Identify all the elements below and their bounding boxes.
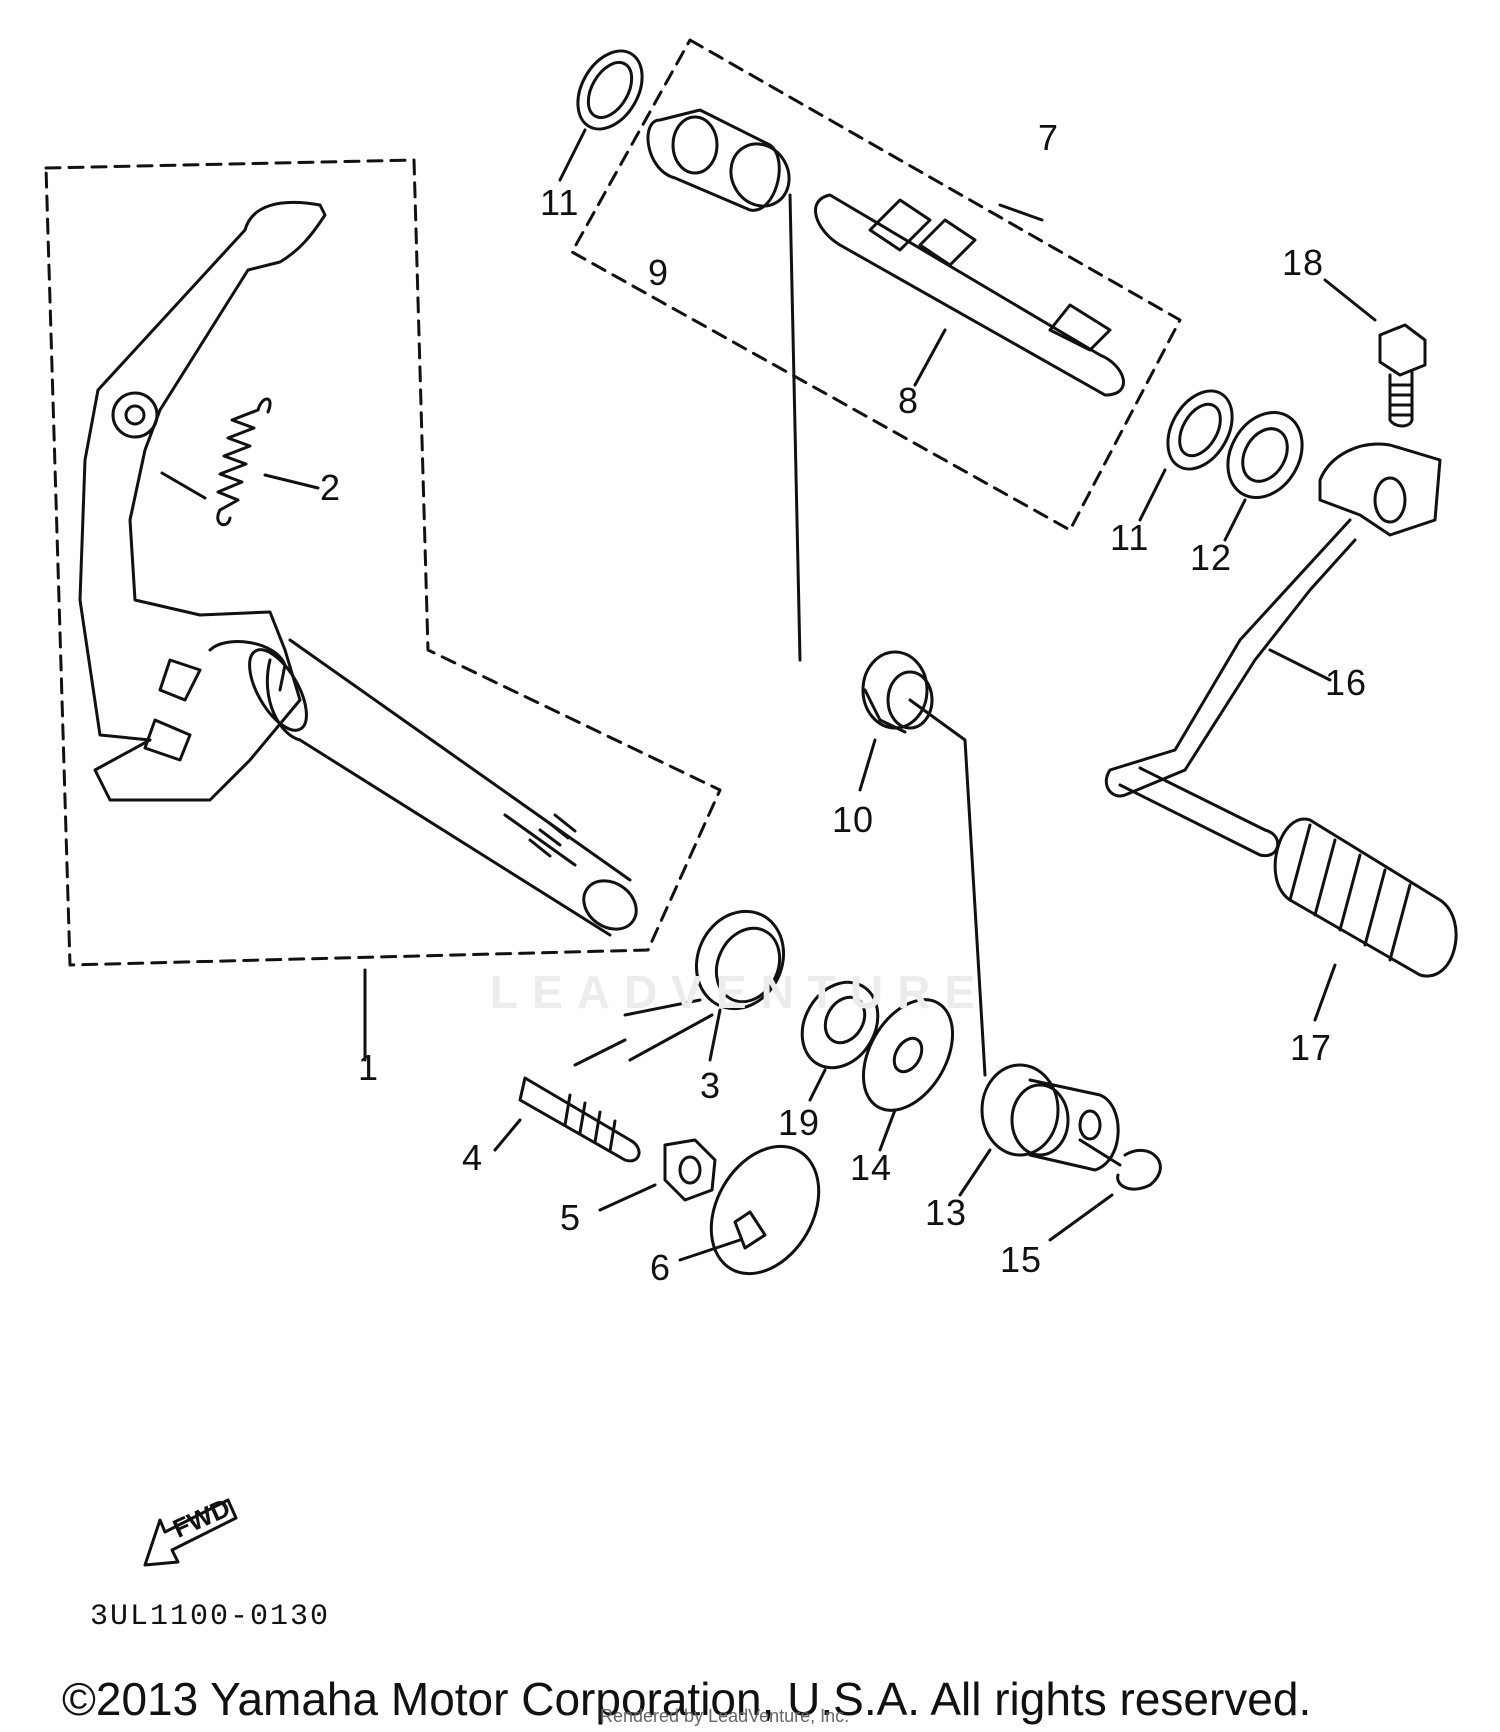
callout-10: 10	[832, 799, 875, 840]
bushing-10	[858, 650, 987, 1077]
callout-19: 19	[778, 1102, 821, 1143]
callout-11-top: 11	[540, 182, 580, 223]
rendered-by-notice: Rendered by LeadVenture, Inc.	[600, 1706, 850, 1726]
callout-4: 4	[462, 1137, 484, 1178]
assembly-box-shift-shaft	[44, 158, 722, 967]
callout-13: 13	[925, 1192, 968, 1233]
rubber-grip-17	[1273, 817, 1458, 1022]
circlip-15	[1048, 1138, 1162, 1242]
spring-2	[160, 397, 320, 527]
fwd-arrow	[143, 1498, 238, 1567]
callout-5: 5	[560, 1197, 582, 1238]
copyright-notice: ©2013 Yamaha Motor Corporation, U.S.A. A…	[62, 1673, 1312, 1725]
pin-4	[493, 1038, 641, 1163]
assembly-box-shift-drum	[570, 38, 1182, 532]
washer-14	[861, 998, 955, 1152]
plate-6	[678, 1144, 821, 1276]
bushing-9	[646, 108, 802, 662]
callout-2: 2	[320, 467, 342, 508]
callout-16: 16	[1325, 662, 1368, 703]
callout-15: 15	[1000, 1239, 1043, 1280]
oil-seal-12	[1226, 410, 1304, 500]
washer-11-top	[576, 49, 644, 131]
callout-7: 7	[1038, 117, 1060, 158]
callout-12: 12	[1190, 537, 1233, 578]
callout-18: 18	[1282, 242, 1325, 283]
shaft-8	[814, 193, 1125, 397]
lever-13	[958, 1063, 1120, 1197]
shift-shaft-assembly	[78, 201, 638, 937]
callout-3: 3	[700, 1065, 722, 1106]
drawing-code: 3UL1100-0130	[90, 1600, 331, 1634]
callout-6: 6	[650, 1247, 672, 1288]
bolt-18	[1323, 278, 1427, 428]
torsion-spring-3	[623, 909, 786, 1062]
callout-9: 9	[648, 252, 670, 293]
callout-1: 1	[358, 1047, 380, 1088]
washer-11-right	[1166, 389, 1234, 471]
callout-14: 14	[850, 1147, 893, 1188]
callout-17: 17	[1290, 1027, 1333, 1068]
callout-11-right: 11	[1110, 517, 1150, 558]
nut-5	[598, 1138, 717, 1212]
watermark: LEADVENTURE	[490, 966, 990, 1018]
callout-8: 8	[898, 380, 920, 421]
shift-pedal-16	[1104, 442, 1442, 858]
